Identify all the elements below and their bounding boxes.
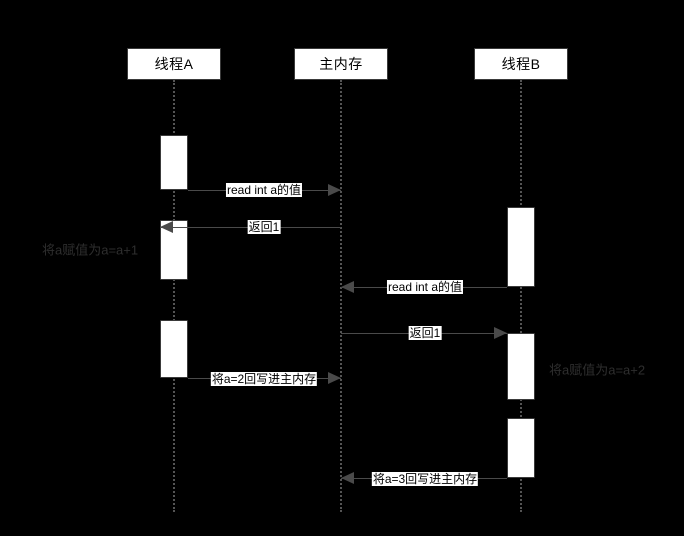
participant-threadB[interactable]: 线程B [474,48,568,80]
message-label: read int a的值 [386,280,464,294]
arrowhead-right-icon [328,184,341,196]
activation-bar [160,320,188,378]
message-label: 返回1 [408,326,442,340]
participant-threadA-label: 线程A [154,56,194,72]
message-label: 将a=2回写进主内存 [210,372,318,386]
participant-main-memory-label: 主内存 [319,56,363,72]
note-thread-b-assignment: 将a赋值为a=a+2 [549,362,646,378]
arrowhead-right-icon [328,372,341,384]
activation-bar [507,333,535,400]
participant-threadB-label: 线程B [501,56,541,72]
lifeline-threadB [520,80,522,512]
lifeline-main-memory [340,80,342,512]
arrowhead-left-icon [341,281,354,293]
activation-bar [507,207,535,287]
participant-main-memory[interactable]: 主内存 [294,48,388,80]
lifeline-threadA [173,80,175,512]
arrowhead-left-icon [341,472,354,484]
arrowhead-right-icon [494,327,507,339]
activation-bar [160,135,188,190]
message-label: 返回1 [247,220,281,234]
message-label: 将a=3回写进主内存 [371,472,479,486]
activation-bar [507,418,535,478]
arrowhead-left-icon [160,221,173,233]
note-thread-a-assignment: 将a赋值为a=a+1 [42,242,139,258]
message-label: read int a的值 [225,183,303,197]
participant-threadA[interactable]: 线程A [127,48,221,80]
